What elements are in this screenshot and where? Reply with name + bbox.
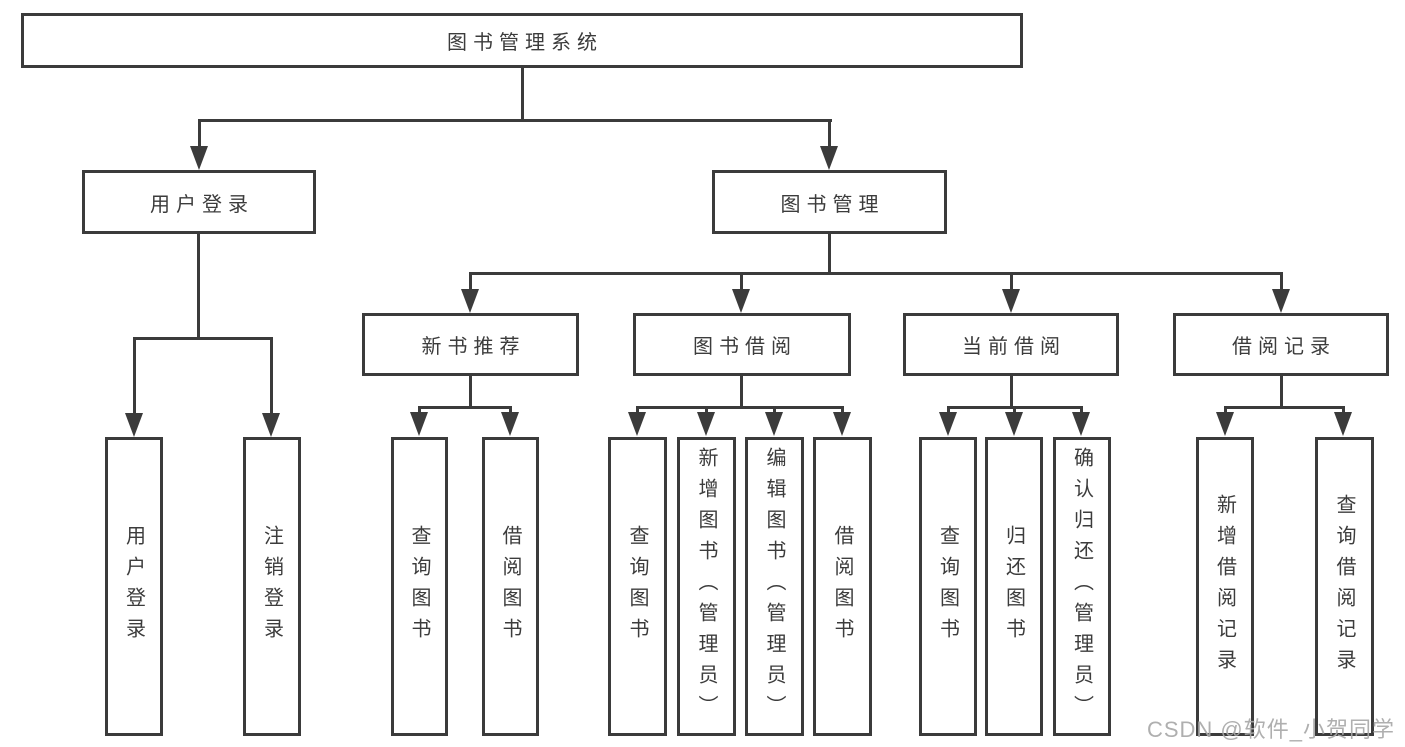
node-new-book-recommend: 新书推荐 xyxy=(362,313,579,376)
leaf-add-borrow-record: 新增借阅记录 xyxy=(1196,437,1254,736)
connector-line xyxy=(1010,374,1013,409)
arrowhead-down-icon xyxy=(1002,289,1020,313)
arrowhead-down-icon xyxy=(697,412,715,436)
connector-line xyxy=(418,406,421,416)
connector-line xyxy=(828,119,831,150)
connector-line xyxy=(270,337,273,416)
connector-line xyxy=(469,374,472,409)
connector-line xyxy=(133,337,273,340)
connector-line xyxy=(841,406,844,416)
leaf-query-books-recommend: 查询图书 xyxy=(391,437,448,736)
connector-line xyxy=(1010,272,1013,293)
arrowhead-down-icon xyxy=(125,413,143,437)
connector-line xyxy=(1013,406,1016,416)
arrowhead-down-icon xyxy=(833,412,851,436)
leaf-borrow-books: 借阅图书 xyxy=(813,437,872,736)
connector-line xyxy=(740,374,743,409)
node-current-borrow: 当前借阅 xyxy=(903,313,1119,376)
connector-line xyxy=(947,406,950,416)
connector-line xyxy=(1280,272,1283,293)
connector-line xyxy=(773,406,776,416)
arrowhead-down-icon xyxy=(461,289,479,313)
connector-line xyxy=(705,406,708,416)
connector-line xyxy=(198,119,832,122)
leaf-confirm-return-admin: 确认归还（管理员） xyxy=(1053,437,1111,736)
leaf-query-borrow-record: 查询借阅记录 xyxy=(1315,437,1374,736)
arrowhead-down-icon xyxy=(190,146,208,170)
arrowhead-down-icon xyxy=(501,412,519,436)
node-user-login: 用户登录 xyxy=(82,170,316,234)
connector-line xyxy=(1080,406,1083,416)
arrowhead-down-icon xyxy=(765,412,783,436)
connector-line xyxy=(133,337,136,416)
leaf-edit-books-admin: 编辑图书（管理员） xyxy=(745,437,804,736)
arrowhead-down-icon xyxy=(1272,289,1290,313)
leaf-return-books: 归还图书 xyxy=(985,437,1043,736)
connector-line xyxy=(740,272,743,293)
arrowhead-down-icon xyxy=(410,412,428,436)
connector-line xyxy=(1224,406,1227,416)
arrowhead-down-icon xyxy=(939,412,957,436)
node-book-borrow: 图书借阅 xyxy=(633,313,851,376)
arrowhead-down-icon xyxy=(732,289,750,313)
connector-line xyxy=(1224,406,1345,409)
connector-line xyxy=(469,272,1282,275)
leaf-query-books-borrow: 查询图书 xyxy=(608,437,667,736)
node-root-library-system: 图书管理系统 xyxy=(21,13,1023,68)
connector-line xyxy=(1280,374,1283,409)
leaf-query-books-current: 查询图书 xyxy=(919,437,977,736)
arrowhead-down-icon xyxy=(820,146,838,170)
node-book-management: 图书管理 xyxy=(712,170,947,234)
connector-line xyxy=(418,406,512,409)
connector-line xyxy=(197,234,200,339)
leaf-logout: 注销登录 xyxy=(243,437,301,736)
connector-line xyxy=(509,406,512,416)
arrowhead-down-icon xyxy=(1334,412,1352,436)
arrowhead-down-icon xyxy=(1216,412,1234,436)
arrowhead-down-icon xyxy=(1072,412,1090,436)
arrowhead-down-icon xyxy=(1005,412,1023,436)
leaf-add-books-admin: 新增图书（管理员） xyxy=(677,437,736,736)
connector-line xyxy=(828,234,831,275)
leaf-borrow-books-recommend: 借阅图书 xyxy=(482,437,539,736)
connector-line xyxy=(198,119,201,150)
arrowhead-down-icon xyxy=(262,413,280,437)
csdn-watermark: CSDN @软件_小贺同学 xyxy=(1146,717,1395,742)
connector-line xyxy=(1342,406,1345,416)
connector-line xyxy=(521,68,524,122)
arrowhead-down-icon xyxy=(628,412,646,436)
leaf-user-login: 用户登录 xyxy=(105,437,163,736)
node-borrow-records: 借阅记录 xyxy=(1173,313,1389,376)
connector-line xyxy=(636,406,844,409)
connector-line xyxy=(469,272,472,293)
connector-line xyxy=(636,406,639,416)
